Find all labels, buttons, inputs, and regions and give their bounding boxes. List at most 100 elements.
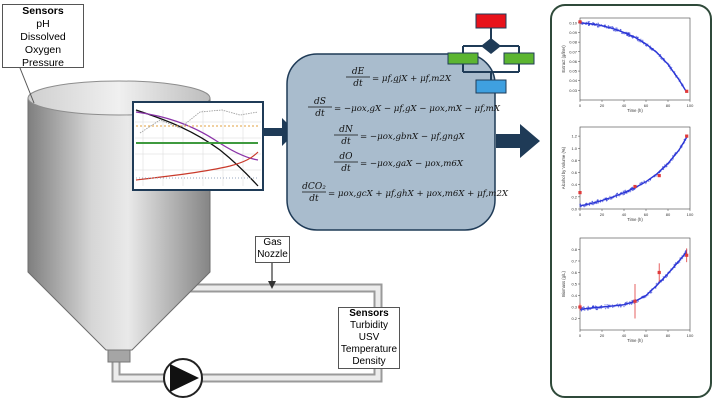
- sensors-top-label: Sensors pH Dissolved Oxygen Pressure: [2, 4, 84, 69]
- chart-3-measurement-point: [600, 307, 602, 310]
- equation-3-denominator: dt: [341, 137, 351, 147]
- chart-2-measurement-point: [609, 195, 611, 198]
- chart-3-xtick-label: 40: [622, 333, 627, 338]
- sensors-bottom-label: Sensors Turbidity USV Temperature Densit…: [338, 307, 400, 369]
- chart-1-ytick-label: 0.05: [569, 69, 578, 74]
- chart-3-measurement-point: [632, 299, 634, 302]
- equation-4-rhs: = −μox,gaX − μox,m6X: [360, 159, 464, 169]
- chart-2-measurement-point: [626, 192, 628, 194]
- chart-1-xlabel: Time (h): [627, 108, 643, 113]
- chart-1-measurement-point: [588, 24, 590, 26]
- chart-3-xlabel: Time (h): [627, 338, 643, 343]
- chart-3-offline-sample: [578, 305, 582, 309]
- chart-2-ytick-label: 0.0: [571, 207, 577, 212]
- chart-1-measurement-point: [613, 29, 615, 32]
- chart-3-measurement-point: [608, 304, 610, 306]
- chart-2-measurement-point: [645, 182, 647, 185]
- equation-1-denominator: dt: [353, 79, 363, 89]
- sensor-temperature: Temperature: [340, 344, 398, 355]
- chart-3-measurement-point: [595, 308, 598, 311]
- sensor-pressure: Pressure: [21, 57, 64, 69]
- chart-3-measurement-point: [678, 261, 681, 263]
- chart-2-measurement-point: [597, 202, 599, 204]
- gas-nozzle-arrowhead: [268, 281, 276, 289]
- equation-1-numerator: dE: [352, 67, 365, 77]
- gas-nozzle-line-2: Nozzle: [257, 249, 288, 260]
- data-flow-arrow-2: [496, 124, 540, 158]
- chart-2-measurement-point: [609, 198, 612, 200]
- chart-2-xtick-label: 80: [666, 212, 671, 217]
- chart-1-measurement-point: [587, 21, 589, 23]
- chart-1-measurement-point: [631, 36, 634, 39]
- chart-3-xtick-label: 60: [644, 333, 649, 338]
- chart-2-xtick-label: 20: [600, 212, 605, 217]
- chart-2-measurement-point: [579, 203, 581, 206]
- chart-3-measurement-point: [628, 303, 631, 306]
- chart-3-offline-sample: [685, 253, 689, 257]
- chart-3-measurement-point: [623, 305, 625, 308]
- equation-4-denominator: dt: [341, 164, 351, 174]
- chart-1-ytick-label: 0.08: [569, 40, 578, 45]
- chart-1-measurement-point: [644, 44, 647, 47]
- chart-1-ytick-label: 0.06: [569, 59, 578, 64]
- chart-1-plot-area: [579, 17, 691, 101]
- chart-1-measurement-point: [616, 27, 618, 29]
- chart-3-measurement-point: [587, 309, 589, 311]
- chart-2-measurement-point: [629, 190, 631, 193]
- chart-1-measurement-point: [635, 35, 638, 38]
- equation-3-numerator: dN: [339, 125, 354, 135]
- sensors-bottom-title: Sensors: [349, 308, 389, 319]
- chart-1-xtick-label: 20: [600, 103, 605, 108]
- chart-2-offline-sample: [578, 191, 582, 195]
- chart-2-measurement-point: [648, 180, 650, 183]
- chart-2-ytick-label: 0.8: [571, 158, 577, 163]
- chart-2-measurement-point: [655, 175, 658, 177]
- chart-2-xlabel: Time (h): [627, 217, 643, 222]
- sensors-top-title: Sensors: [22, 5, 64, 17]
- chart-3-measurement-point: [600, 305, 602, 307]
- chart-1-measurement-point: [628, 32, 630, 35]
- equation-2-rhs: = −μox,gX − μf,gX − μox,mX − μf,mX: [334, 104, 501, 114]
- chart-2-ytick-label: 0.4: [571, 182, 577, 187]
- equation-4-numerator: dO: [339, 152, 353, 162]
- chart-2-measurement-point: [622, 194, 624, 196]
- chart-2-ylabel: Alcohol by Volume (%): [561, 146, 566, 189]
- chart-3-xtick-label: 20: [600, 333, 605, 338]
- chart-1-ylabel: Extract (g/liter): [561, 45, 566, 73]
- chart-2-xtick-label: 60: [644, 212, 649, 217]
- chart-1-measurement-point: [638, 40, 640, 43]
- chart-1-model-line: [579, 22, 688, 93]
- equation-1-rhs: = μf,gjX + μf,m2X: [372, 74, 452, 84]
- chart-2-ytick-label: 1.2: [571, 134, 577, 139]
- chart-3-measurement-point: [604, 304, 606, 306]
- chart-2-offline-sample: [657, 173, 661, 178]
- chart-2-ytick-label: 0.2: [571, 194, 577, 199]
- chart-1-ytick-label: 0.03: [569, 88, 578, 93]
- chart-3-measurement-point: [596, 308, 599, 310]
- chart-1-xtick-label: 0: [579, 103, 582, 108]
- chart-3-offline-sample: [657, 270, 661, 275]
- chart-2-ytick-label: 0.6: [571, 170, 577, 175]
- chart-3-measurement-point: [620, 306, 622, 308]
- chart-2-offline-sample: [685, 134, 689, 138]
- chart-2-measurement-point: [605, 199, 608, 202]
- chart-2-measurement-point: [624, 189, 627, 192]
- chart-3-ytick-label: 0.2: [571, 316, 577, 321]
- chart-1-xtick-label: 100: [687, 103, 694, 108]
- chart-1-ytick-label: 0.07: [569, 49, 578, 54]
- chart-1-measurement-point: [611, 25, 613, 28]
- gas-nozzle-label: Gas Nozzle: [255, 236, 290, 263]
- chart-1-measurement-point: [640, 38, 642, 41]
- mechanistic-model-box: [286, 53, 496, 231]
- chart-2-measurement-point: [583, 206, 585, 208]
- chart-1-measurement-point: [588, 21, 591, 23]
- chart-3-measurement-point: [644, 296, 647, 298]
- chart-1-offline-sample: [578, 20, 582, 24]
- chart-3-ytick-label: 0.8: [571, 247, 577, 252]
